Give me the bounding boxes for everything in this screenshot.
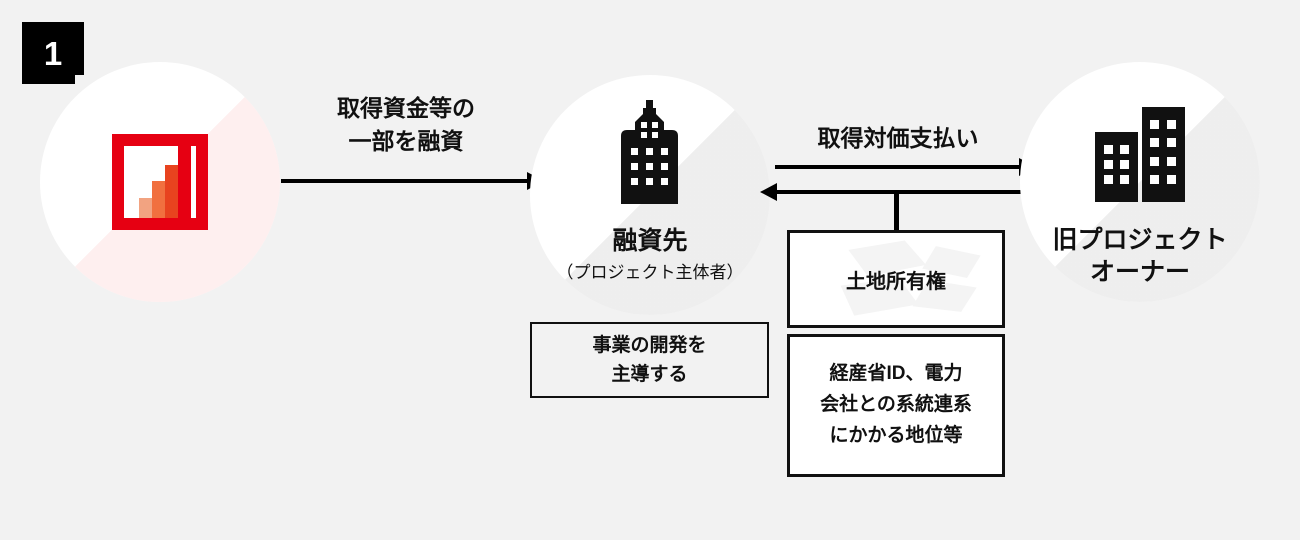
box-develop-line2: 主導する (611, 364, 688, 385)
node-owner-label-line2: オーナー (1089, 258, 1190, 286)
chart-bar-1 (139, 197, 152, 218)
arrow-loan-caption: 取得資金等の 一部を融資 (283, 92, 529, 157)
node-borrower-sublabel: （プロジェクト主体者） (556, 263, 744, 282)
node-owner-label: 旧プロジェクト オーナー (1010, 224, 1270, 288)
box-status-line2: 会社との系統連系 (820, 394, 972, 416)
chart-bar-3 (165, 165, 178, 218)
bar-chart-frame-icon (112, 134, 208, 230)
lender-icon-holder (40, 62, 280, 302)
arrow-payment-caption: 取得対価支払い (817, 125, 979, 151)
box-develop-business: 事業の開発を 主導する (530, 322, 769, 398)
box-status-rights: 経産省ID、電力 会社との系統連系 にかかる地位等 (787, 334, 1005, 477)
box-status-line3: にかかる地位等 (829, 424, 963, 446)
node-borrower (530, 75, 770, 315)
box-land-ownership: 土地所有権 (787, 230, 1005, 328)
skyscraper-icon (621, 100, 678, 204)
owner-icon-holder (1020, 62, 1260, 302)
borrower-icon-holder (530, 75, 770, 315)
node-owner (1020, 62, 1260, 302)
step-number-label: 1 (43, 34, 63, 72)
arrow-payment (775, 158, 1036, 176)
two-buildings-icon (1095, 107, 1185, 202)
node-lender (40, 62, 280, 302)
arrow-loan (281, 172, 544, 190)
owner-circle-shadow (1020, 62, 1260, 302)
box-develop-line1: 事業の開発を (592, 334, 707, 356)
chart-bar-2 (152, 180, 165, 218)
box-land-label: 土地所有権 (846, 270, 946, 293)
arrow-loan-caption-line1: 取得資金等の (337, 95, 475, 121)
chart-icon-bars (124, 146, 196, 218)
box-status-line1: 経産省ID、電力 (829, 363, 963, 385)
arrow-loan-caption-line2: 一部を融資 (348, 127, 464, 154)
arrow-transfer-head-icon (760, 183, 777, 201)
node-owner-label-line1: 旧プロジェクト (1052, 226, 1228, 254)
node-borrower-label: 融資先 (612, 227, 688, 255)
connector-line-vertical (894, 190, 899, 232)
chart-bar-4 (178, 146, 191, 218)
